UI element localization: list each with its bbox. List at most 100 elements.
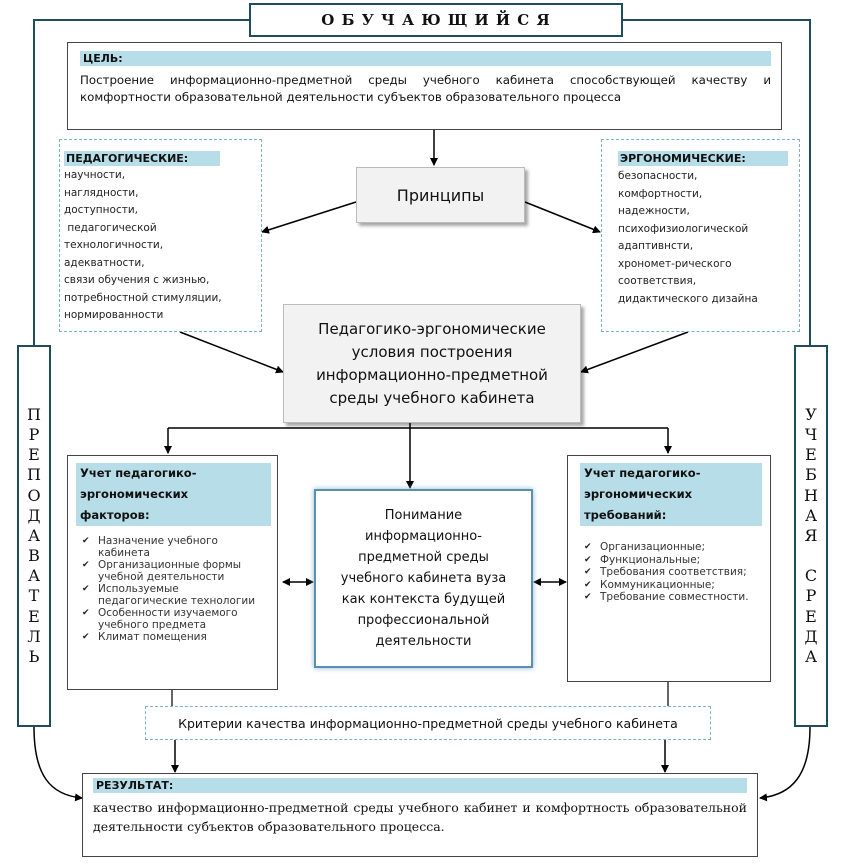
arrow-teacher-result — [33, 726, 83, 802]
understanding-line: учебного кабинета вуза — [340, 571, 507, 586]
environment-letter: С — [804, 566, 818, 586]
factors-list: Назначение учебного кабинетаОрганизацион… — [76, 535, 271, 644]
pedagogical-item: педагогической — [64, 221, 157, 234]
ergonomic-item: надежности, — [618, 205, 690, 217]
environment-letter: Р — [805, 586, 817, 606]
conditions-line: условия построения — [351, 342, 513, 361]
arrow-environment-result — [759, 726, 811, 802]
arrow-principles-pedagogical — [261, 201, 357, 234]
conditions-line: Педагогико-эргономические — [318, 319, 546, 338]
requirement-item: Функциональные; — [584, 554, 762, 567]
pedagogical-item: научности, — [64, 169, 126, 181]
teacher-letter: А — [27, 525, 41, 545]
environment-letter: Я — [804, 525, 818, 545]
understanding-box: Понимание информационно-предметной среды у… — [314, 489, 533, 668]
understanding-text: Понимание информационно-предметной среды у… — [341, 505, 506, 652]
result-header: РЕЗУЛЬТАТ: — [93, 778, 747, 793]
factor-item: Климат помещения — [82, 631, 271, 644]
conditions-line: информационно-предметной — [316, 365, 548, 384]
requirements-header-line: эргономических — [584, 487, 693, 501]
pedagogical-item: нормированности — [64, 309, 164, 321]
result-box: РЕЗУЛЬТАТ: качество информационно-предме… — [82, 773, 758, 857]
ergonomic-item: психофизиологической — [618, 222, 749, 235]
factor-item: Особенности изучаемого учебного предмета — [82, 607, 271, 631]
factors-header-line: Учет педагогико- — [80, 466, 197, 480]
result-text: качество информационно-предметной среды … — [93, 800, 747, 834]
learner-title-box: О Б У Ч А Ю Щ И Й С Я — [249, 3, 623, 37]
requirements-header-line: Учет педагогико- — [584, 466, 701, 480]
pedagogical-item: потребностной стимуляции, — [64, 291, 222, 304]
factor-item: Назначение учебного кабинета — [82, 535, 271, 559]
factor-item: Организационные формы учебной деятельнос… — [82, 559, 271, 583]
ergonomic-item: хрономет-рического — [618, 257, 732, 270]
goal-box: ЦЕЛЬ: Построение информационно-предметно… — [67, 42, 782, 130]
ergonomic-item: безопасности, — [618, 170, 698, 182]
environment-letter: А — [804, 647, 818, 667]
arrow-principles-ergonomic — [524, 201, 601, 234]
ergonomic-items: безопасности, комфортности, надежности, пси… — [618, 168, 795, 308]
teacher-letter: Д — [27, 505, 41, 525]
ergonomic-item: дидактического дизайна — [618, 292, 758, 305]
principles-label: Принципы — [396, 185, 485, 205]
pedagogical-item: адекватности, — [64, 256, 145, 269]
understanding-line: предметной среды — [358, 550, 489, 565]
teacher-letter: О — [27, 485, 41, 505]
ergonomic-item: адаптивнсти, — [618, 240, 694, 252]
pedagogical-header: ПЕДАГОГИЧЕСКИЕ: — [64, 151, 221, 166]
conditions-text: Педагогико-эргономические условия построе… — [316, 318, 548, 410]
environment-letter: У — [805, 404, 817, 424]
teacher-letter: Л — [27, 626, 41, 646]
ergonomic-item: комфортности, — [618, 187, 703, 200]
requirement-item: Коммуникационные; — [584, 579, 762, 592]
teacher-letter: Е — [28, 445, 40, 465]
environment-letter: Е — [805, 606, 817, 626]
ergonomic-header: ЭРГОНОМИЧЕСКИЕ: — [618, 151, 788, 166]
environment-letter: Ч — [804, 424, 818, 444]
factors-header-line: факторов: — [80, 508, 150, 522]
learner-title: О Б У Ч А Ю Щ И Й С Я — [321, 11, 551, 29]
teacher-letter: Р — [28, 424, 40, 444]
arrow-pedagogical-conditions — [179, 331, 284, 374]
factors-header-line: эргономических — [80, 487, 189, 501]
requirement-item: Требования соответствия; — [584, 566, 762, 579]
factors-header: Учет педагогико-эргономических факторов: — [76, 463, 271, 526]
teacher-letter: П — [27, 465, 41, 485]
principles-box: Принципы — [356, 167, 525, 223]
teacher-letter: Е — [28, 606, 40, 626]
requirements-header: Учет педагогико-эргономических требований… — [580, 463, 762, 526]
understanding-line: профессиональной — [357, 613, 490, 628]
teacher-letter: А — [27, 566, 41, 586]
conditions-box: Педагогико-эргономические условия построе… — [283, 304, 581, 423]
ergonomic-item: соответствия, — [618, 275, 697, 287]
pedagogical-item: связи обучения с жизнью, — [64, 274, 210, 286]
ergonomic-principles-box: ЭРГОНОМИЧЕСКИЕ: безопасности, комфортност… — [601, 139, 800, 332]
environment-letter: Н — [804, 485, 818, 505]
understanding-line: Понимание — [384, 508, 463, 523]
environment-letter: Е — [805, 445, 817, 465]
criteria-box: Критерии качества информационно-предметн… — [145, 706, 711, 740]
goal-header: ЦЕЛЬ: — [80, 51, 771, 66]
pedagogical-item: технологичности, — [64, 239, 164, 251]
understanding-line: деятельности — [375, 634, 472, 649]
understanding-line: информационно- — [365, 529, 482, 544]
pedagogical-principles-box: ПЕДАГОГИЧЕСКИЕ: научности,наглядности,до… — [59, 139, 262, 332]
requirements-header-line: требований: — [584, 508, 667, 522]
teacher-letter: В — [28, 546, 40, 566]
goal-text: Построение информационно-предметной сред… — [80, 73, 771, 104]
teacher-letter: Ь — [28, 647, 40, 667]
environment-letter: А — [804, 505, 818, 525]
requirements-box: Учет педагогико-эргономических требований… — [567, 455, 771, 682]
pedagogical-items: научности,наглядности,доступности, педаг… — [64, 167, 257, 325]
requirement-item: Требование совместности. — [584, 591, 762, 604]
pedagogical-item: наглядности, — [64, 186, 139, 199]
teacher-letter: Т — [28, 586, 40, 606]
conditions-line: среды учебного кабинета — [329, 388, 535, 407]
requirement-item: Организационные; — [584, 541, 762, 554]
outer-frame-line — [33, 19, 811, 345]
teacher-letter: П — [27, 404, 41, 424]
arrow-ergonomic-conditions — [580, 331, 689, 374]
environment-letter: Б — [805, 465, 817, 485]
